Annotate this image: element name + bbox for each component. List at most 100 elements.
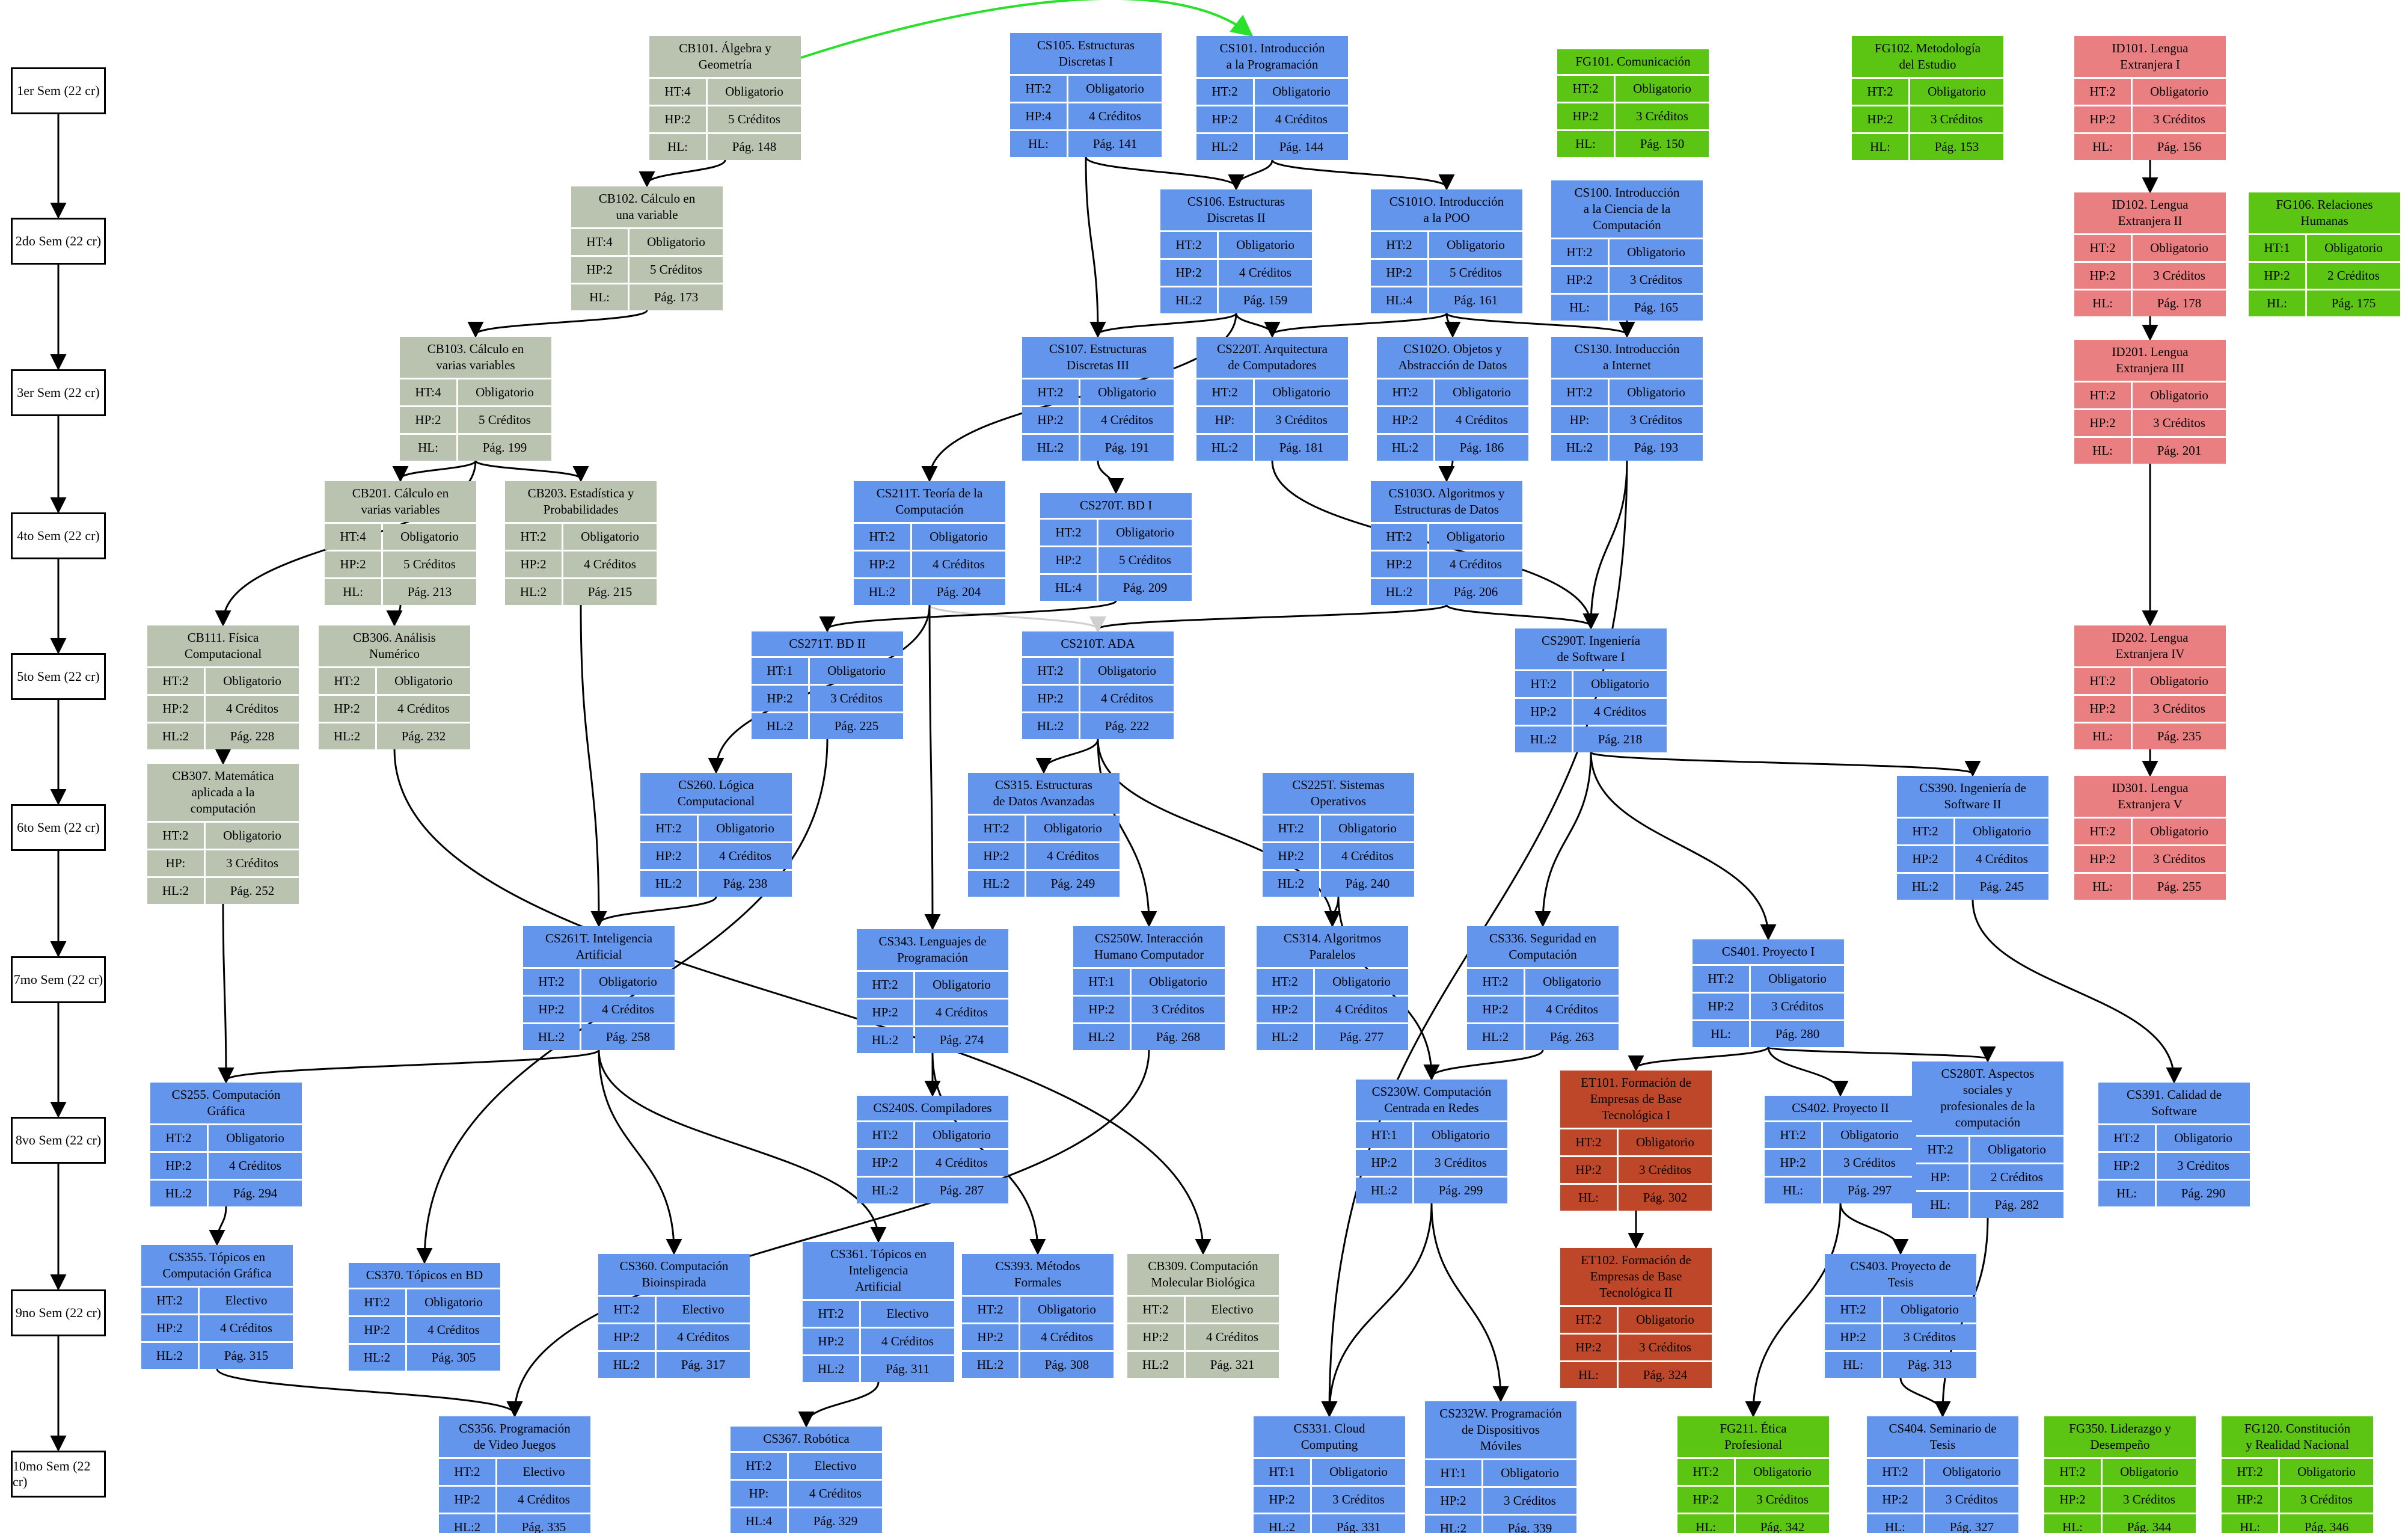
- course-node-CS100: CS100. Introducción a la Ciencia de la C…: [1551, 180, 1703, 321]
- course-title: CB101. Álgebra y Geometría: [649, 36, 801, 77]
- course-hp: HP:2: [1196, 106, 1253, 132]
- course-hp: HP:2: [1377, 407, 1433, 433]
- course-page: Pág. 249: [1026, 871, 1120, 897]
- course-hl: HL:2: [1022, 435, 1079, 461]
- course-ht: HT:2: [523, 969, 580, 995]
- course-type: Electivo: [657, 1297, 750, 1323]
- course-title: CS211T. Teoría de la Computación: [854, 481, 1005, 522]
- course-title: CS402. Proyecto II: [1765, 1096, 1916, 1120]
- course-title: ET101. Formación de Empresas de Base Tec…: [1560, 1071, 1712, 1128]
- course-page: Pág. 173: [630, 284, 723, 310]
- course-page: Pág. 344: [2103, 1514, 2196, 1533]
- course-hl: HL:: [1560, 1362, 1617, 1388]
- course-row: HP:3 Créditos: [147, 850, 299, 876]
- course-credits: 3 Créditos: [2280, 1487, 2373, 1513]
- course-title: CS367. Robótica: [731, 1427, 882, 1451]
- course-credits: 4 Créditos: [407, 1317, 500, 1343]
- course-node-CS103O: CS103O. Algoritmos y Estructuras de Dato…: [1371, 481, 1522, 605]
- semester-label-2: 2do Sem (22 cr): [11, 218, 106, 265]
- course-hp: HP:2: [962, 1324, 1019, 1350]
- course-credits: 3 Créditos: [1616, 103, 1709, 129]
- prerequisite-edge: [1085, 156, 1245, 191]
- course-page: Pág. 191: [1080, 435, 1174, 461]
- course-page: Pág. 228: [206, 723, 299, 749]
- course-type: Obligatorio: [915, 972, 1008, 998]
- course-row: HP:4 Créditos: [731, 1481, 882, 1507]
- course-title: CS404. Seminario de Tesis: [1867, 1416, 2018, 1457]
- course-title: ID301. Lengua Extranjera V: [2074, 776, 2226, 817]
- course-ht: HT:2: [150, 1125, 207, 1151]
- course-row: HL:Pág. 324: [1560, 1362, 1712, 1388]
- course-page: Pág. 346: [2280, 1514, 2373, 1533]
- course-ht: HT:2: [1371, 524, 1427, 550]
- course-title: CS391. Calidad de Software: [2098, 1083, 2250, 1123]
- course-type: Obligatorio: [912, 524, 1005, 550]
- course-type: Obligatorio: [1098, 520, 1192, 545]
- course-hl: HL:2: [1356, 1178, 1412, 1203]
- course-page: Pág. 282: [1970, 1192, 2063, 1218]
- prerequisite-edge: [1628, 1046, 1769, 1072]
- prerequisite-edge: [580, 604, 607, 927]
- course-ht: HT:2: [505, 524, 562, 550]
- course-hp: HP:2: [1371, 551, 1427, 577]
- course-type: Obligatorio: [383, 524, 476, 550]
- course-credits: 3 Créditos: [206, 850, 299, 876]
- course-hp: HP:2: [1765, 1150, 1821, 1176]
- course-page: Pág. 235: [2133, 723, 2226, 749]
- course-credits: 3 Créditos: [1751, 994, 1844, 1019]
- course-title: CS343. Lenguajes de Programación: [857, 929, 1008, 970]
- course-hl: HL:2: [1467, 1024, 1524, 1050]
- course-ht: HT:2: [319, 668, 375, 694]
- course-title: CB307. Matemática aplicada a la computac…: [147, 764, 299, 821]
- course-hp: HP:4: [1010, 103, 1067, 129]
- prerequisite-edge: [800, 0, 1254, 59]
- course-page: Pág. 204: [912, 579, 1005, 605]
- course-hl: HL:2: [752, 713, 808, 739]
- course-hp: HP:2: [147, 696, 204, 722]
- course-page: Pág. 150: [1616, 131, 1709, 157]
- course-credits: 3 Créditos: [1910, 106, 2003, 132]
- prerequisite-edge: [218, 903, 234, 1084]
- course-page: Pág. 161: [1429, 287, 1522, 313]
- course-type: Obligatorio: [377, 668, 470, 694]
- course-credits: 4 Créditos: [563, 551, 657, 577]
- prerequisite-edge: [1321, 1203, 1433, 1418]
- course-type: Obligatorio: [1751, 966, 1844, 992]
- prerequisite-edge: [392, 460, 477, 482]
- course-row: HL:Pág. 178: [2074, 290, 2226, 316]
- course-ht: HT:2: [1022, 658, 1079, 684]
- prerequisite-edge: [1444, 313, 1461, 338]
- course-type: Obligatorio: [1080, 379, 1174, 405]
- course-ht: HT:2: [857, 1122, 913, 1148]
- course-title: CS271T. BD II: [752, 631, 903, 656]
- course-title: FG211. Ética Profesional: [1677, 1416, 1829, 1457]
- course-hl: HL:2: [147, 878, 204, 904]
- course-row: HL:Pág. 255: [2074, 874, 2226, 900]
- prerequisite-edge: [1767, 1046, 1996, 1063]
- course-row: HL:Pág. 141: [1010, 131, 1162, 157]
